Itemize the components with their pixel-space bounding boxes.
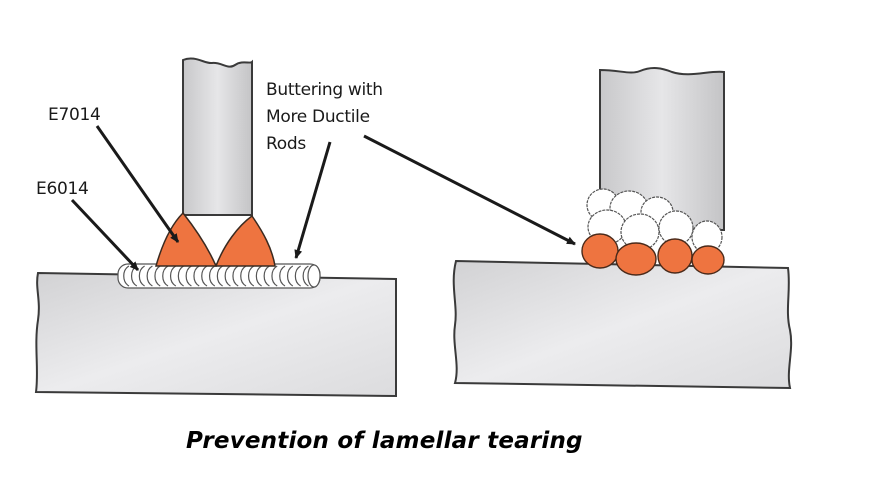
buttering-ripple bbox=[240, 265, 247, 287]
buttering-ripple bbox=[193, 265, 200, 287]
arrow-buttering-right bbox=[363, 134, 576, 246]
buttering-ripple bbox=[208, 265, 216, 287]
buttering-ripple bbox=[201, 265, 208, 287]
buttering-ripple bbox=[169, 265, 177, 287]
orange-bead bbox=[581, 233, 619, 269]
buttering-ripple bbox=[247, 265, 255, 287]
buttering-ripple bbox=[271, 265, 278, 287]
label-buttering-line3: Rods bbox=[266, 134, 306, 154]
orange-bead bbox=[657, 238, 693, 274]
left-joint bbox=[34, 57, 397, 398]
buttering-ripple bbox=[302, 265, 309, 287]
right-base-plate bbox=[452, 259, 793, 390]
buttering-ripple bbox=[177, 265, 184, 287]
buttering-ripple bbox=[216, 265, 223, 287]
buttering-ripple bbox=[255, 265, 262, 287]
orange-bead bbox=[615, 242, 657, 276]
buttering-end-cap bbox=[307, 264, 321, 288]
buttering-ripple bbox=[146, 265, 153, 287]
figure-caption: Prevention of lamellar tearing bbox=[186, 428, 583, 454]
label-e7014: E7014 bbox=[48, 105, 101, 125]
label-buttering-line1: Buttering with bbox=[266, 80, 383, 100]
buttering-ripple bbox=[232, 265, 239, 287]
buttering-layer bbox=[117, 263, 321, 289]
buttering-ripple bbox=[263, 265, 270, 287]
buttering-ripple bbox=[286, 265, 294, 287]
arrow-e7014 bbox=[95, 125, 180, 243]
buttering-ripple bbox=[154, 265, 161, 287]
buttering-ripple bbox=[279, 265, 286, 287]
left-base-plate bbox=[34, 271, 397, 398]
right-vertical-member bbox=[599, 67, 725, 231]
buttering-ripple bbox=[224, 265, 231, 287]
fillet-weld-e7014-left bbox=[155, 211, 218, 267]
left-vertical-member bbox=[182, 57, 253, 216]
buttering-ripple bbox=[185, 265, 192, 287]
orange-beads bbox=[581, 233, 725, 276]
arrow-e6014 bbox=[70, 198, 140, 272]
buttering-ripple bbox=[294, 265, 301, 287]
label-e6014: E6014 bbox=[36, 179, 89, 199]
right-joint bbox=[452, 67, 793, 390]
buttering-ripple bbox=[162, 265, 169, 287]
arrow-buttering-left bbox=[294, 141, 332, 259]
buttering-ripple bbox=[138, 265, 145, 287]
orange-bead bbox=[691, 245, 725, 275]
white-beads bbox=[586, 188, 723, 254]
fillet-weld-e7014-right bbox=[214, 214, 276, 267]
label-buttering-line2: More Ductile bbox=[266, 107, 370, 127]
buttering-ripple bbox=[123, 265, 130, 287]
